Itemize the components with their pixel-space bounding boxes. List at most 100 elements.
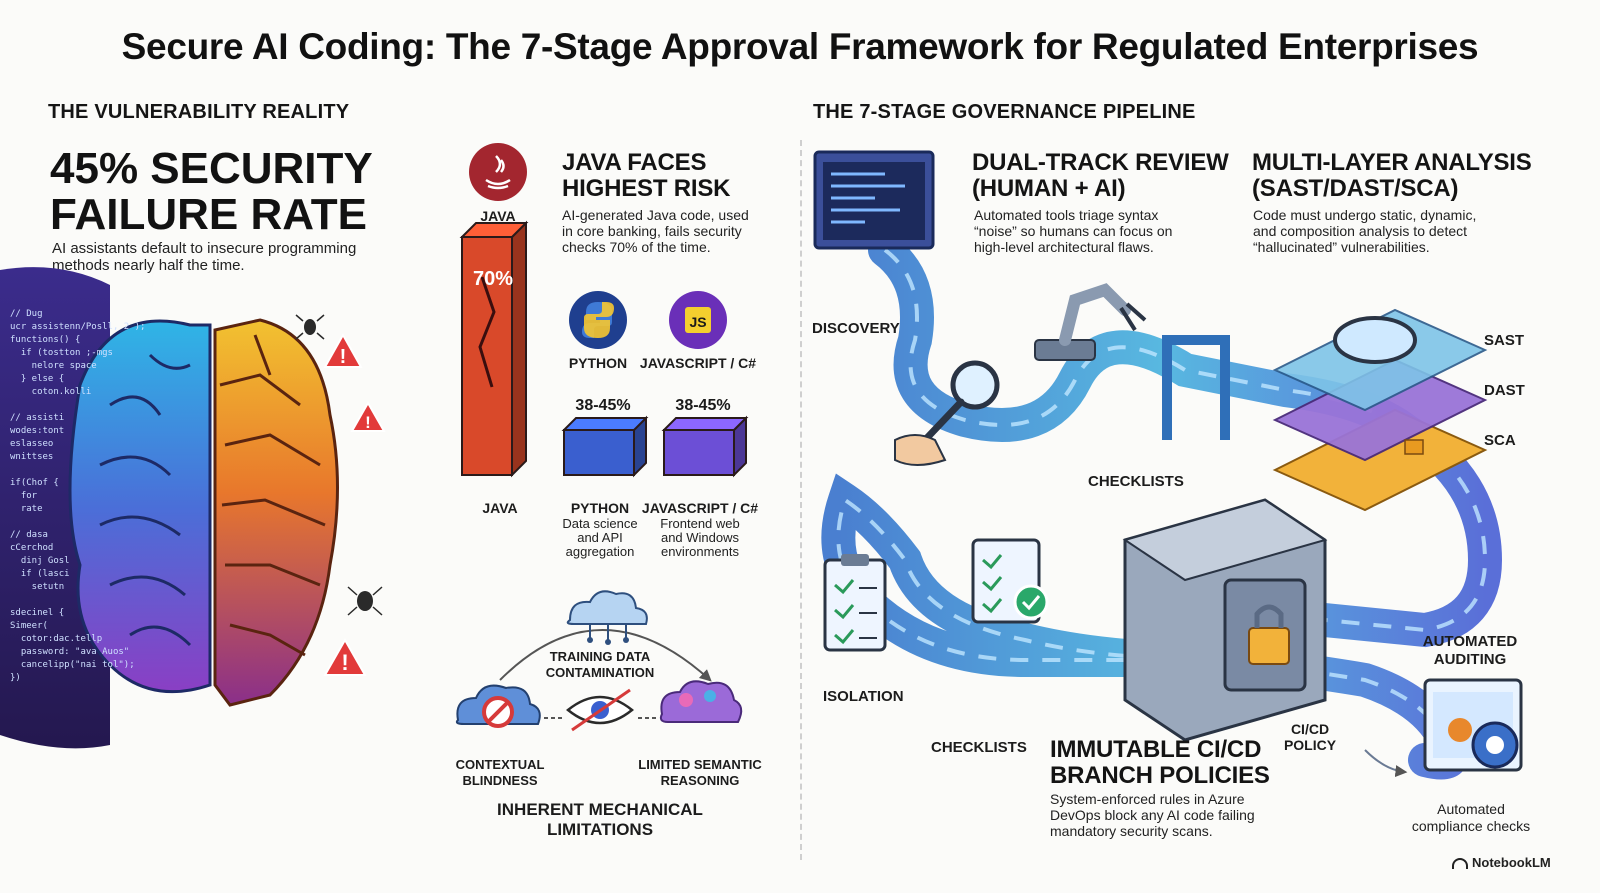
code-snippet: // Dug ucr assistenn/Posll, 2 ); functio… xyxy=(10,309,146,683)
alert-icon xyxy=(350,400,386,432)
training-line-2: CONTAMINATION xyxy=(545,665,655,680)
bar-desc-javascript-line-1: Frontend web xyxy=(660,516,740,531)
mechanical-limitations-title: INHERENT MECHANICAL LIMITATIONS xyxy=(480,800,720,840)
javascript-icon-label: JAVASCRIPT / C# xyxy=(639,355,757,371)
auditing-line-2: AUDITING xyxy=(1433,651,1507,668)
dual-track-description: Automated tools triage syntax “noise” so… xyxy=(974,207,1172,255)
bug-icon xyxy=(304,319,373,611)
semantic-reasoning-label: LIMITED SEMANTIC REASONING xyxy=(630,757,770,789)
stage-isolation-label: ISOLATION xyxy=(823,688,904,705)
code-monitor-icon xyxy=(813,150,935,250)
multi-layer-description: Code must undergo static, dynamic, and c… xyxy=(1253,207,1476,255)
java-risk-description: AI-generated Java code, used in core ban… xyxy=(562,207,749,255)
dual-desc-line-3: high-level architectural flaws. xyxy=(974,239,1154,255)
cicd-line-1: CI/CD xyxy=(1290,721,1330,737)
bar-value-label: 38-45% xyxy=(575,397,630,414)
failure-rate-headline: 45% SECURITY FAILURE RATE xyxy=(50,146,373,238)
layer-dast-label: DAST xyxy=(1484,382,1525,399)
java-icon xyxy=(469,143,527,201)
immutable-desc-line-1: System-enforced rules in Azure xyxy=(1050,791,1245,807)
notebooklm-icon xyxy=(1452,858,1468,870)
java-heading-line-2: HIGHEST RISK xyxy=(562,175,731,202)
description-line-2: methods nearly half the time. xyxy=(52,257,245,274)
dual-heading-line-2: (HUMAN + AI) xyxy=(972,175,1126,202)
auditing-line-1: AUTOMATED xyxy=(1422,633,1518,650)
robot-arm-icon xyxy=(1034,283,1147,361)
java-heading-line-1: JAVA FACES xyxy=(562,149,707,176)
multi-desc-line-3: “hallucinated” vulnerabilities. xyxy=(1253,239,1430,255)
analysis-layers-icon xyxy=(1272,308,1488,512)
language-failure-bars: 70%38-45%38-45% xyxy=(459,220,749,478)
failure-rate-description: AI assistants default to insecure progra… xyxy=(52,240,356,274)
magnifier-icon xyxy=(894,360,1000,466)
bar-python xyxy=(561,415,649,478)
brain-illustration: ! ! ! xyxy=(0,267,386,749)
brain-left-hemisphere xyxy=(68,319,212,694)
cicd-policy-label: CI/CD POLICY xyxy=(1278,721,1342,753)
compliance-checks-label: Automated compliance checks xyxy=(1396,801,1546,835)
bar-javascript-c xyxy=(661,415,749,478)
cloud-network-icon xyxy=(566,590,648,645)
semantic-line-1: LIMITED SEMANTIC xyxy=(638,757,762,772)
compliance-line-1: Automated xyxy=(1437,801,1505,817)
layer-sca-label: SCA xyxy=(1484,432,1516,449)
context-line-1: CONTEXTUAL xyxy=(455,757,545,772)
description-line-1: AI assistants default to insecure progra… xyxy=(52,240,357,257)
limitations-footer-line-2: LIMITATIONS xyxy=(546,820,654,839)
brain-right-hemisphere xyxy=(213,318,339,707)
bar-value-label: 38-45% xyxy=(675,397,730,414)
bar-java xyxy=(459,220,529,478)
dual-desc-line-2: “noise” so humans can focus on xyxy=(974,223,1173,239)
headline-line-2: FAILURE RATE xyxy=(50,190,367,239)
bar-label-javascript: JAVASCRIPT / C# xyxy=(641,500,759,516)
dual-desc-line-1: Automated tools triage syntax xyxy=(974,207,1159,223)
python-icon xyxy=(569,291,627,349)
training-line-1: TRAINING DATA xyxy=(549,649,651,664)
eye-icon xyxy=(566,688,634,732)
vault-icon xyxy=(1122,498,1328,742)
layer-sast-label: SAST xyxy=(1484,332,1525,349)
python-icon-label: PYTHON xyxy=(568,355,628,371)
bar-desc-javascript-line-2: and Windows xyxy=(660,530,740,545)
brain-right-cracks xyxy=(219,334,326,657)
bar-desc-python: Data science and API aggregation xyxy=(553,517,647,559)
immutable-desc-line-2: DevOps block any AI code failing xyxy=(1050,807,1255,823)
java-risk-heading: JAVA FACES HIGHEST RISK xyxy=(562,150,730,202)
clipboard-icon xyxy=(823,554,887,652)
checklist-icon xyxy=(971,538,1049,624)
bar-desc-python-line-3: aggregation xyxy=(565,544,635,559)
js-icon-text: JS xyxy=(689,314,706,330)
stage-checklists-bottom-label: CHECKLISTS xyxy=(931,739,1027,756)
svg-text:!: ! xyxy=(365,413,371,432)
immutable-heading-line-2: BRANCH POLICIES xyxy=(1050,762,1270,789)
multi-desc-line-2: and composition analysis to detect xyxy=(1253,223,1468,239)
context-line-2: BLINDNESS xyxy=(462,773,538,788)
java-icon-label: JAVA xyxy=(480,208,516,224)
java-desc-line-3: checks 70% of the time. xyxy=(562,239,711,255)
immutable-desc-line-3: mandatory security scans. xyxy=(1050,823,1213,839)
bar-desc-javascript: Frontend web and Windows environments xyxy=(638,517,762,559)
training-data-label: TRAINING DATA CONTAMINATION xyxy=(530,649,670,681)
limitations-diagram xyxy=(455,590,743,732)
stage-discovery-label: DISCOVERY xyxy=(812,320,900,337)
governance-pipeline-illustration xyxy=(813,150,1523,780)
alert-icon xyxy=(323,637,367,676)
brain-left-folds xyxy=(99,353,192,647)
contextual-blindness-label: CONTEXTUAL BLINDNESS xyxy=(440,757,560,789)
immutable-heading-line-1: IMMUTABLE CI/CD xyxy=(1050,736,1262,763)
svg-text:!: ! xyxy=(341,650,348,675)
svg-text:!: ! xyxy=(340,346,347,368)
section-divider xyxy=(800,140,802,860)
semantic-reasoning-icon xyxy=(659,680,743,723)
bar-label-java: JAVA xyxy=(482,500,518,516)
immutable-policies-description: System-enforced rules in Azure DevOps bl… xyxy=(1050,791,1255,839)
vulnerability-section-title: THE VULNERABILITY REALITY xyxy=(48,101,350,123)
dual-track-heading: DUAL-TRACK REVIEW (HUMAN + AI) xyxy=(972,150,1229,202)
bar-desc-python-line-2: and API xyxy=(577,530,623,545)
auditing-monitor-icon xyxy=(1423,678,1523,772)
java-desc-line-1: AI-generated Java code, used xyxy=(562,207,749,223)
limitations-footer-line-1: INHERENT MECHANICAL xyxy=(497,800,703,819)
immutable-policies-heading: IMMUTABLE CI/CD BRANCH POLICIES xyxy=(1050,737,1270,789)
automated-auditing-label: AUTOMATED AUDITING xyxy=(1410,633,1530,669)
compliance-line-2: compliance checks xyxy=(1411,818,1531,834)
